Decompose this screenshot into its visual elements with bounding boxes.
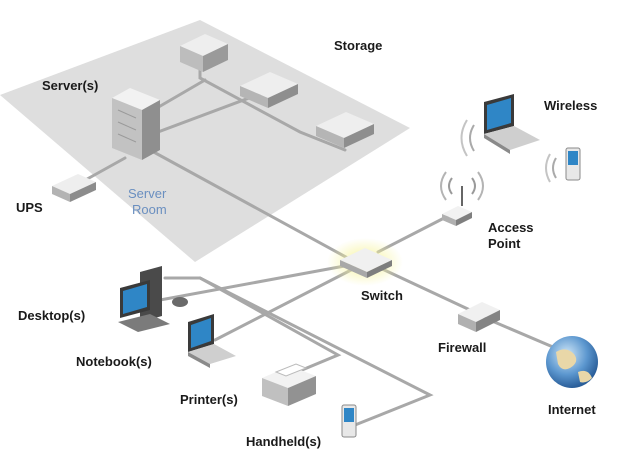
label-ups: UPS [16, 200, 43, 215]
firewall-appliance-icon [458, 302, 500, 332]
cable-server-switch [148, 148, 357, 264]
ups-icon [52, 174, 96, 202]
label-notebooks: Notebook(s) [76, 354, 152, 369]
label-servers: Server(s) [42, 78, 98, 93]
laptop-icon [188, 314, 236, 368]
handheld-device-icon [545, 147, 581, 183]
label-handhelds: Handheld(s) [246, 434, 321, 449]
label-printers: Printer(s) [180, 392, 238, 407]
laptop-icon [460, 94, 540, 157]
cable-desktop-bus [163, 276, 342, 377]
cable-firewall-internet [483, 316, 562, 352]
label-switch: Switch [361, 288, 403, 303]
label-access-point-2: Point [488, 236, 521, 251]
label-server-room-2: Room [132, 202, 167, 217]
desktop-computer-icon [118, 266, 188, 332]
globe-icon [546, 336, 598, 388]
storage-unit-icon [316, 112, 374, 148]
cable-server-storage-mid [148, 90, 267, 137]
cable-handheld-bus [198, 276, 434, 427]
label-wireless: Wireless [544, 98, 597, 113]
wireless-access-point-icon [440, 171, 484, 226]
handheld-device-icon [341, 404, 357, 438]
printer-icon [262, 363, 316, 406]
label-internet: Internet [548, 402, 596, 417]
label-desktops: Desktop(s) [18, 308, 85, 323]
label-storage: Storage [334, 38, 382, 53]
label-firewall: Firewall [438, 340, 486, 355]
network-switch-icon [327, 238, 403, 286]
cable-switch-desktop [158, 263, 352, 302]
label-server-room-1: Server [128, 186, 167, 201]
storage-unit-icon [240, 72, 298, 108]
label-access-point-1: Access [488, 220, 534, 235]
server-room-floor [0, 20, 410, 262]
cable-switch-notebook [213, 266, 357, 342]
server-tower-icon [112, 88, 160, 160]
storage-unit-icon [180, 34, 228, 72]
